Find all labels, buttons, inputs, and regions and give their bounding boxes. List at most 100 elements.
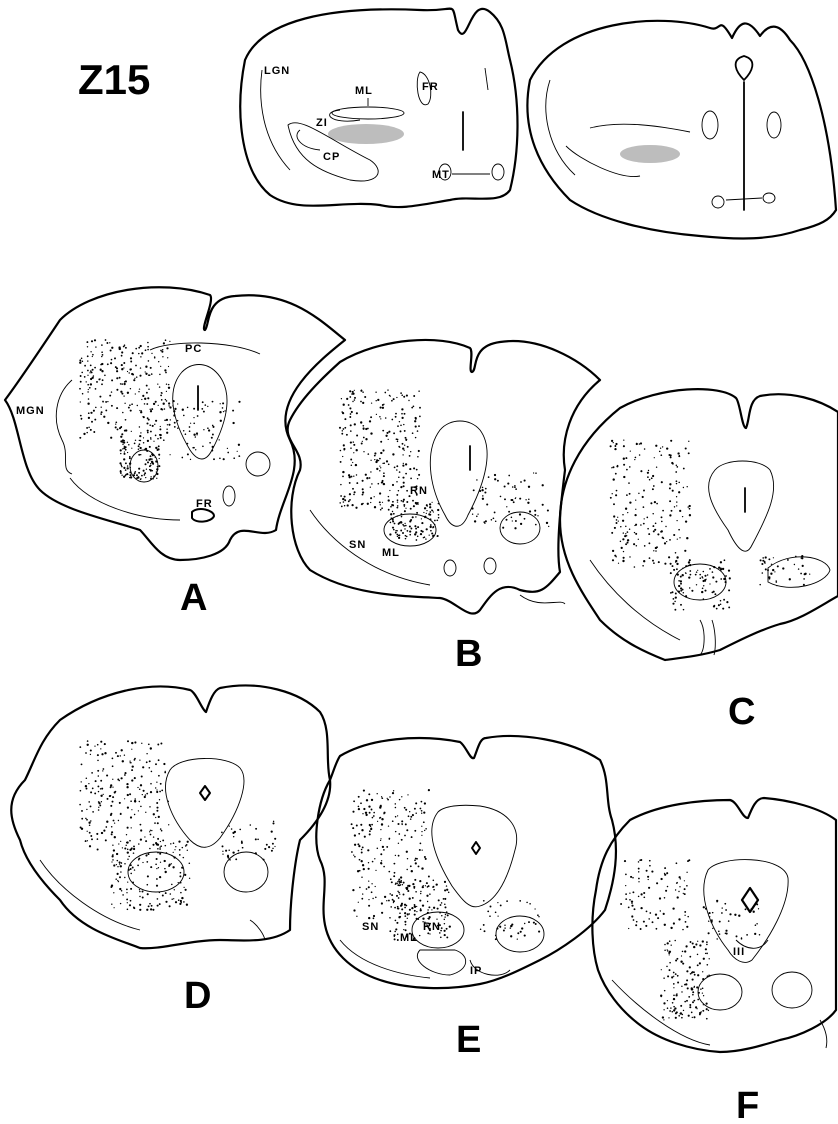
labeled-cell-dot [716, 938, 717, 939]
labeled-cell-dot [634, 908, 636, 910]
labeled-cell-dot [431, 509, 433, 511]
labeled-cell-dot [648, 470, 649, 471]
labeled-cell-dot [181, 867, 183, 869]
labeled-cell-dot [160, 845, 162, 847]
labeled-cell-dot [380, 829, 381, 830]
labeled-cell-dot [699, 962, 701, 964]
labeled-cell-dot [401, 413, 403, 415]
labeled-cell-dot [401, 839, 403, 841]
labeled-cell-dot [380, 853, 382, 855]
labeled-cell-dot [131, 827, 132, 828]
labeled-cell-dot [415, 528, 417, 530]
labeled-cell-dot [349, 493, 351, 495]
labeled-cell-dot [362, 846, 364, 848]
section-f: III F [592, 798, 836, 1124]
labeled-cell-dot [178, 882, 179, 883]
labeled-cell-dot [101, 753, 103, 755]
labeled-cell-dot [139, 788, 141, 790]
labeled-cell-dot [431, 909, 432, 910]
labeled-cell-dot [703, 906, 705, 908]
labeled-cell-dot [93, 431, 95, 433]
labeled-cell-dot [692, 942, 694, 944]
labeled-cell-dot [800, 573, 802, 575]
labeled-cell-dot [393, 513, 395, 515]
labeled-cell-dot [395, 816, 397, 818]
labeled-cell-dot [383, 462, 385, 464]
labeled-cell-dot [140, 824, 142, 826]
labeled-cell-dot [110, 362, 112, 364]
labeled-cell-dot [112, 796, 114, 798]
labeled-cell-dot [121, 862, 123, 864]
labeled-cell-dot [395, 883, 397, 885]
labeled-cell-dot [110, 805, 112, 807]
labeled-cell-dot [105, 339, 107, 341]
labeled-cell-dot [97, 770, 99, 772]
labeled-cell-dot [681, 986, 682, 987]
labeled-cell-dot [643, 896, 645, 898]
labeled-cell-dot [124, 798, 125, 799]
labeled-cell-dot [232, 410, 234, 412]
labeled-cell-dot [374, 858, 375, 859]
labeled-cell-dot [94, 339, 96, 341]
labeled-cell-dot [131, 779, 133, 781]
labeled-cell-dot [190, 423, 191, 424]
labeled-cell-dot [85, 785, 87, 787]
labeled-cell-dot [354, 423, 356, 425]
labeled-cell-dot [691, 1012, 693, 1014]
labeled-cell-dot [674, 609, 676, 611]
labeled-cell-dot [175, 901, 177, 903]
labeled-cell-dot [257, 839, 259, 841]
labeled-cell-dot [646, 517, 648, 519]
labeled-cell-dot [93, 410, 95, 412]
labeled-cell-dot [192, 447, 194, 449]
labeled-cell-dot [647, 472, 649, 474]
labeled-cell-dot [165, 901, 167, 903]
labeled-cell-dot [670, 592, 672, 594]
labeled-cell-dot [396, 397, 397, 398]
labeled-cell-dot [759, 934, 761, 936]
labeled-cell-dot [103, 416, 105, 418]
labeled-cell-dot [368, 862, 369, 863]
labeled-cell-dot [666, 966, 668, 968]
labeled-cell-dot [155, 787, 156, 788]
labeled-cell-dot [124, 403, 125, 404]
labeled-cell-dot [403, 482, 405, 484]
labeled-cell-dot [168, 405, 169, 406]
labeled-cell-dot [631, 900, 633, 902]
labeled-cell-dot [690, 941, 692, 943]
labeled-cell-dot [101, 383, 103, 385]
labeled-cell-dot [500, 926, 501, 927]
labeled-cell-dot [667, 950, 668, 951]
labeled-cell-dot [150, 783, 152, 785]
labeled-cell-dot [154, 357, 156, 359]
labeled-cell-dot [140, 829, 142, 831]
labeled-cell-dot [667, 942, 669, 944]
labeled-cell-dot [111, 379, 113, 381]
labeled-cell-dot [695, 574, 697, 576]
labeled-cell-dot [718, 604, 720, 606]
labeled-cell-dot [174, 849, 175, 850]
label-sn-b: SN [349, 539, 366, 551]
labeled-cell-dot [365, 438, 367, 440]
labeled-cell-dot [351, 476, 353, 478]
labeled-cell-dot [377, 793, 378, 794]
labeled-cell-dot [494, 474, 496, 476]
labeled-cell-dot [159, 799, 160, 800]
labeled-cell-dot [519, 513, 521, 515]
labeled-cell-dot [349, 499, 351, 501]
labeled-cell-dot [122, 448, 123, 449]
labeled-cell-dot [688, 506, 689, 507]
labeled-cell-dot [381, 482, 383, 484]
labeled-cell-dot [486, 503, 488, 505]
labeled-cell-dot [638, 539, 639, 540]
labeled-cell-dot [794, 564, 795, 565]
labeled-cell-dot [397, 884, 399, 886]
labeled-cell-dot [149, 831, 150, 832]
labeled-cell-dot [353, 476, 354, 477]
labeled-cell-dot [660, 996, 661, 997]
labeled-cell-dot [343, 501, 345, 503]
labeled-cell-dot [123, 367, 124, 368]
labeled-cell-dot [663, 1002, 665, 1004]
section-c: C [560, 389, 838, 733]
labeled-cell-dot [219, 458, 221, 460]
